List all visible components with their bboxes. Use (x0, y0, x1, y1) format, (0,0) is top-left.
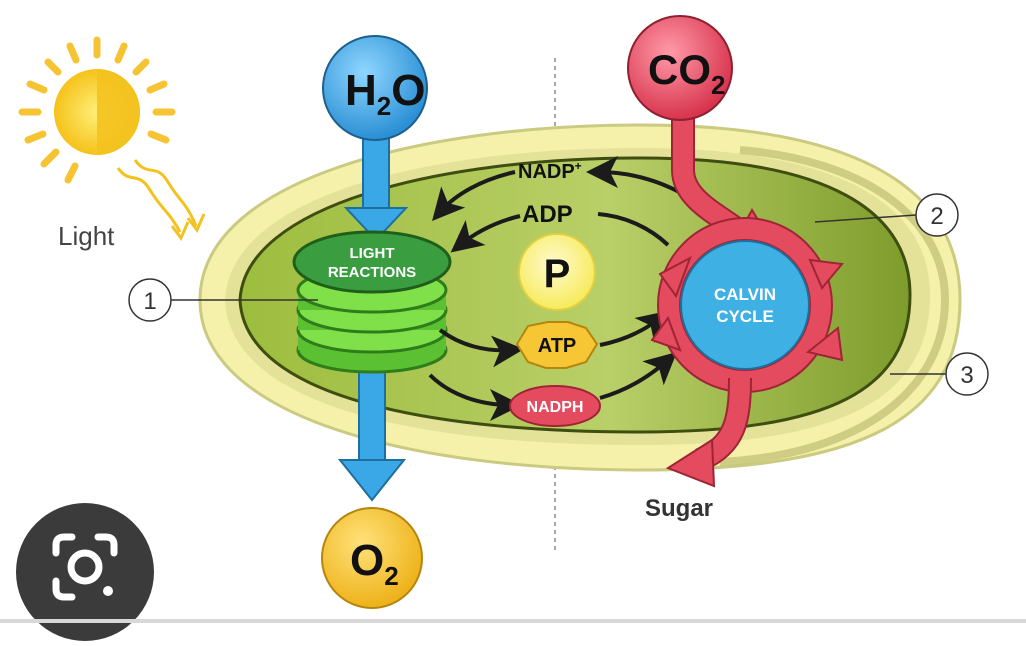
thylakoid-stack: LIGHT REACTIONS (292, 230, 452, 374)
water-main: H (345, 66, 377, 115)
callout-2: 2 (814, 193, 959, 237)
svg-text:O2: O2 (350, 536, 399, 591)
light-label: Light (58, 221, 115, 251)
sugar-arrow (665, 377, 752, 488)
nadph-label: NADPH (527, 399, 584, 416)
nadph-pill: NADPH (509, 385, 601, 427)
co2-molecule: CO2 (627, 15, 733, 121)
callout-1-label: 1 (143, 288, 156, 315)
svg-text:H2O: H2O (345, 66, 425, 121)
google-lens-camera-icon (52, 533, 118, 601)
oxygen-arrow (337, 371, 407, 502)
callout-3: 3 (890, 352, 989, 396)
atp-label: ATP (538, 335, 577, 357)
atp-badge: ATP (515, 321, 599, 369)
water-molecule: H2O (322, 35, 428, 141)
calvin-line1: CALVIN (714, 285, 776, 304)
nadp-plus-label: NADP (518, 161, 575, 183)
calvin-cycle: CALVIN CYCLE (650, 217, 844, 393)
svg-text:CO2: CO2 (648, 46, 725, 100)
sun-icon (18, 36, 206, 241)
co2-main: CO (648, 46, 711, 93)
water-sub: 2 (377, 91, 391, 121)
return-arrows (428, 156, 692, 421)
oxygen-molecule: O2 (321, 507, 423, 609)
oxygen-sub: 2 (384, 561, 398, 591)
sugar-label: Sugar (645, 495, 713, 522)
callout-1: 1 (128, 278, 318, 322)
svg-text:NADP+: NADP+ (518, 159, 582, 183)
callout-3-label: 3 (960, 362, 973, 389)
calvin-line2: CYCLE (716, 307, 774, 326)
light-reactions-line1: LIGHT (350, 245, 395, 262)
adp-label: ADP (522, 201, 573, 228)
light-reactions-line2: REACTIONS (328, 264, 416, 281)
callout-2-label: 2 (930, 203, 943, 230)
phosphate-label: P (544, 252, 571, 296)
phosphate: P (518, 233, 596, 311)
oxygen-main: O (350, 536, 384, 585)
bottom-divider (0, 619, 1026, 623)
water-arrow (343, 131, 409, 242)
water-tail: O (391, 66, 425, 115)
photosynthesis-diagram: Light H2O O2 LIGHT (18, 15, 989, 609)
lens-button[interactable] (16, 503, 154, 641)
co2-sub: 2 (711, 70, 725, 100)
nadp-plus-sup: + (575, 159, 582, 173)
